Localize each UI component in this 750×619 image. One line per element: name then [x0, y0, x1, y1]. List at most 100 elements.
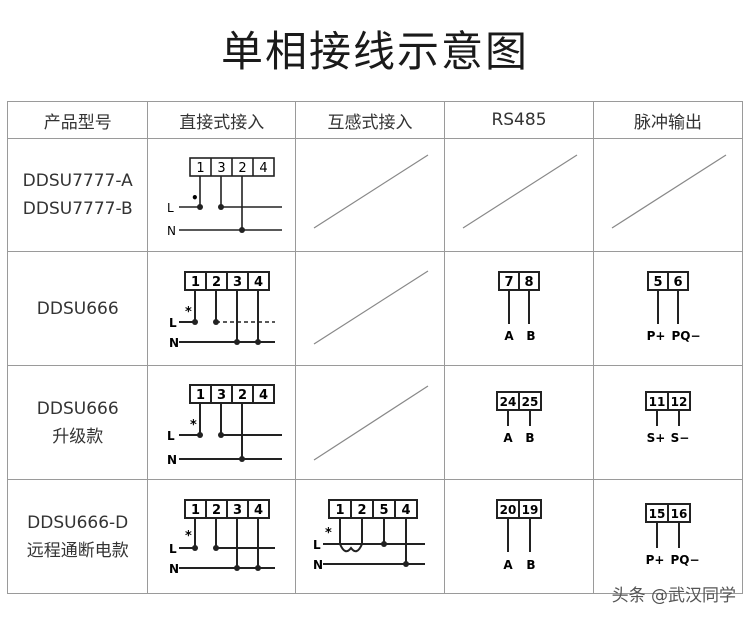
polarity-mark: *	[185, 529, 192, 544]
header-rs485: RS485	[443, 101, 594, 139]
direct-wiring-diagram: 1 3 2 4 * L N	[167, 383, 282, 467]
header-pulse: 脉冲输出	[592, 101, 744, 139]
model-name: DDSU7777-B	[22, 199, 133, 219]
signal-label: B	[525, 431, 534, 445]
neutral-label: N	[169, 336, 179, 350]
rs485-cell: 20 19 A B	[443, 479, 594, 594]
terminal-label: 5	[653, 275, 662, 290]
header-direct: 直接式接入	[147, 101, 296, 139]
direct-wiring-diagram: 1 2 3 4 * L N	[169, 270, 275, 350]
model-name: 升级款	[52, 426, 104, 447]
line-label: L	[169, 542, 177, 556]
terminal-label: 5	[379, 503, 388, 518]
page-title: 单相接线示意图	[220, 27, 529, 76]
terminal-label: 1	[191, 275, 200, 290]
terminal-label: 25	[522, 395, 539, 409]
pulse-diagram: 11 12 S+ S−	[644, 390, 691, 445]
model-name: DDSU7777-A	[22, 171, 133, 191]
pulse-diagram: 15 16 P+ PQ−	[644, 502, 700, 567]
model-cell: DDSU666-D 远程通断电款	[6, 479, 149, 594]
table-row: DDSU666 升级款 1 3 2 4 * L	[6, 365, 744, 480]
terminal-label: 4	[254, 503, 263, 518]
not-applicable-slash	[313, 269, 429, 345]
rs485-cell: 7 8 A B	[443, 251, 594, 366]
neutral-label: N	[167, 453, 177, 467]
signal-label: A	[503, 431, 513, 445]
polarity-mark: •	[191, 191, 199, 205]
terminal-label: 2	[238, 161, 246, 176]
line-label: L	[313, 538, 321, 552]
rs485-diagram: 20 19 A B	[495, 498, 542, 572]
direct-wiring-diagram: 1 2 3 4 * L N	[169, 498, 275, 576]
polarity-mark: *	[190, 418, 197, 433]
signal-label: P+	[647, 329, 666, 343]
terminal-label: 11	[649, 395, 666, 409]
terminal-label: 20	[500, 503, 517, 517]
not-applicable-slash	[462, 154, 578, 229]
terminal-label: 3	[233, 275, 242, 290]
terminal-label: 2	[212, 275, 221, 290]
terminal-label: 4	[259, 161, 267, 176]
signal-label: B	[526, 329, 535, 343]
pulse-cell: 11 12 S+ S−	[592, 365, 744, 480]
terminal-label: 2	[238, 388, 247, 403]
direct-wiring-diagram: 1 3 2 4 • L N	[167, 157, 282, 238]
terminal-label: 1	[335, 503, 344, 518]
terminal-label: 4	[254, 275, 263, 290]
not-applicable-cell	[294, 138, 445, 252]
not-applicable-cell	[294, 365, 445, 480]
terminal-label: 1	[191, 503, 200, 518]
signal-label: B	[526, 558, 535, 572]
pulse-cell: 5 6 P+ PQ−	[592, 251, 744, 366]
not-applicable-slash	[313, 154, 429, 229]
terminal-label: 12	[671, 395, 688, 409]
signal-label: PQ−	[671, 329, 700, 343]
not-applicable-slash	[313, 384, 429, 461]
signal-label: S−	[671, 431, 690, 445]
table-row: DDSU666-D 远程通断电款 1 2 3 4 *	[6, 479, 744, 594]
neutral-label: N	[167, 224, 176, 238]
terminal-label: 24	[500, 395, 517, 409]
model-name: DDSU666-D	[27, 512, 129, 533]
header-ct: 互感式接入	[294, 101, 445, 139]
model-cell: DDSU666 升级款	[6, 365, 149, 480]
wiring-table: 产品型号 直接式接入 互感式接入 RS485 脉冲输出 DDSU7777-A D…	[6, 101, 744, 594]
model-name: DDSU666	[36, 298, 119, 319]
terminal-label: 3	[217, 161, 225, 176]
direct-cell: 1 3 2 4 * L N	[147, 365, 296, 480]
rs485-diagram: 24 25 A B	[495, 390, 542, 445]
table-header-row: 产品型号 直接式接入 互感式接入 RS485 脉冲输出	[6, 101, 744, 139]
header-model: 产品型号	[6, 101, 149, 139]
polarity-mark: *	[185, 305, 192, 320]
line-label: L	[169, 316, 177, 330]
signal-label: P+	[646, 553, 665, 567]
direct-cell: 1 2 3 4 * L N	[147, 251, 296, 366]
terminal-label: 8	[524, 275, 533, 290]
table-row: DDSU666 1 2 3 4 * L	[6, 251, 744, 366]
rs485-cell: 24 25 A B	[443, 365, 594, 480]
neutral-label: N	[169, 562, 179, 576]
ct-cell: 1 2 5 4 * L N	[294, 479, 445, 594]
terminal-label: 1	[196, 388, 205, 403]
neutral-label: N	[313, 558, 323, 572]
model-cell: DDSU7777-A DDSU7777-B	[6, 138, 149, 252]
not-applicable-slash	[611, 154, 727, 229]
signal-label: A	[504, 329, 514, 343]
pulse-diagram: 5 6 P+ PQ−	[647, 270, 701, 343]
model-name: DDSU666	[36, 398, 119, 419]
terminal-label: 7	[504, 275, 513, 290]
terminal-label: 6	[673, 275, 682, 290]
signal-label: PQ−	[670, 553, 699, 567]
terminal-label: 2	[212, 503, 221, 518]
model-name: 远程通断电款	[26, 540, 129, 561]
terminal-label: 3	[233, 503, 242, 518]
table-row: DDSU7777-A DDSU7777-B 1 3 2 4 •	[6, 138, 744, 252]
terminal-label: 3	[217, 388, 226, 403]
model-cell: DDSU666	[6, 251, 149, 366]
line-label: L	[167, 429, 175, 443]
terminal-label: 4	[259, 388, 268, 403]
not-applicable-cell	[443, 138, 594, 252]
terminal-label: 4	[401, 503, 410, 518]
direct-cell: 1 3 2 4 • L N	[147, 138, 296, 252]
terminal-label: 1	[196, 161, 204, 176]
